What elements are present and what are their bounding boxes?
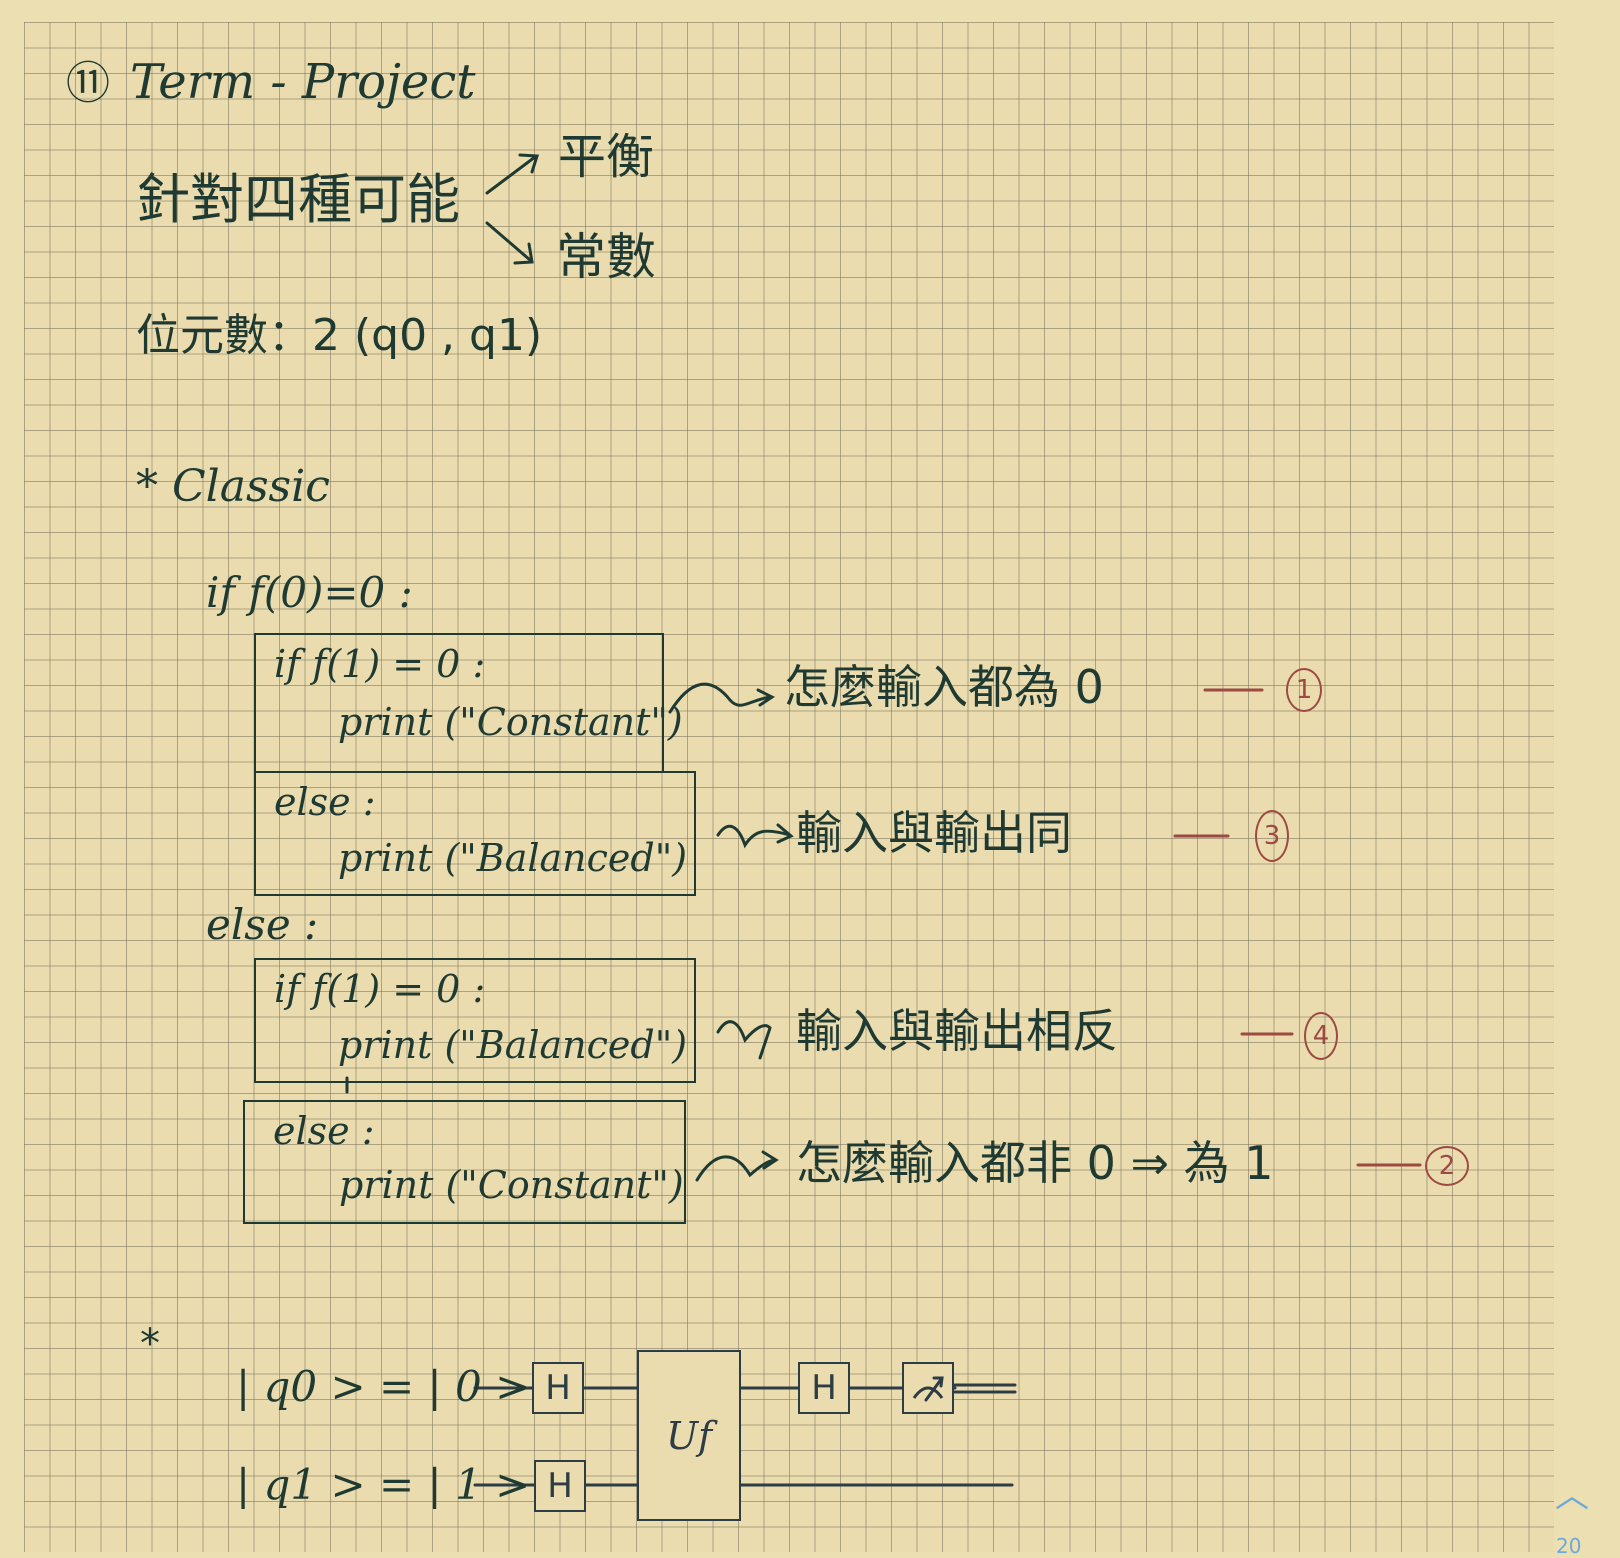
ref-number-1: 1 [1286, 668, 1322, 712]
ref-number-4: 4 [1304, 1012, 1338, 1060]
bits-line: 位元數：2 (q0 , q1) [136, 310, 543, 361]
code-block-3: if f(1) = 0 : print ("Balanced") [254, 958, 696, 1083]
hadamard-gate-q1: H [534, 1460, 586, 1512]
ref-number-2: 2 [1425, 1146, 1469, 1186]
branch-bottom-label: 常數 [556, 228, 656, 286]
ref-number-3: 3 [1255, 810, 1289, 862]
scroll-up-button[interactable]: ︿ [1548, 1468, 1596, 1516]
block-2-stmt: print ("Balanced") [338, 836, 688, 880]
note-3: 輸入與輸出相反 [796, 1004, 1118, 1058]
page-title: Term - Project [130, 54, 476, 110]
note-1: 怎麼輸入都為 0 [784, 660, 1104, 714]
measure-icon [912, 1376, 944, 1402]
q1-label: | q1 > = | 1 > [236, 1460, 531, 1509]
block-4-stmt: print ("Constant") [339, 1163, 684, 1207]
classic-heading: * Classic [136, 461, 330, 512]
oracle-uf: Uf [637, 1350, 741, 1521]
measure-gate [902, 1362, 954, 1414]
note-4: 怎麼輸入都非 0 ⇒ 為 1 [796, 1136, 1274, 1190]
block-1-stmt: print ("Constant") [338, 700, 683, 744]
circuit-star: * [140, 1321, 160, 1367]
page-number: 20 [1556, 1534, 1582, 1558]
code-block-2: else : print ("Balanced") [254, 771, 696, 896]
branch-top-label: 平衡 [558, 129, 655, 185]
code-block-1: if f(1) = 0 : print ("Constant") [254, 633, 683, 773]
block-3-stmt: print ("Balanced") [338, 1023, 688, 1067]
intro-main-text: 針對四種可能 [136, 168, 460, 231]
q0-label: | q0 > = | 0 > [236, 1362, 531, 1411]
outer-else: else : [206, 900, 319, 949]
section-marker: ⑪ [66, 58, 110, 109]
outer-if: if f(0)=0 : [206, 568, 413, 617]
code-block-4: else : print ("Constant") [243, 1100, 686, 1224]
block-1-cond: if f(1) = 0 : [274, 642, 486, 686]
hadamard-gate-q0: H [532, 1362, 584, 1414]
chevron-up-icon: ︿ [1555, 1475, 1589, 1516]
block-3-cond: if f(1) = 0 : [274, 967, 486, 1011]
block-4-cond: else : [273, 1109, 375, 1153]
block-2-cond: else : [274, 780, 376, 824]
graph-paper-grid [24, 22, 1554, 1552]
note-2: 輸入與輸出同 [796, 806, 1072, 860]
hadamard-gate-q0-after: H [798, 1362, 850, 1414]
